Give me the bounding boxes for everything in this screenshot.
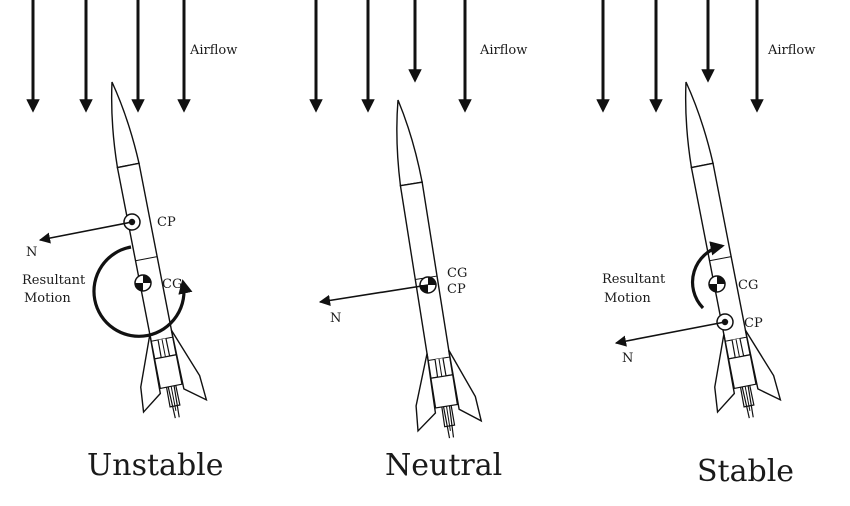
airflow-arrows bbox=[596, 0, 764, 113]
normal-force-arrow bbox=[38, 221, 133, 244]
normal-label: N bbox=[330, 311, 341, 326]
panel-title: Stable bbox=[697, 454, 794, 489]
panel-stable: Airflow CG CP N Resultant Motion Stable bbox=[596, 0, 815, 489]
cg-label: CG bbox=[447, 266, 467, 281]
cp-label: CP bbox=[447, 282, 466, 297]
airflow-label: Airflow bbox=[479, 43, 527, 58]
normal-label: N bbox=[622, 351, 633, 366]
panel-title: Unstable bbox=[87, 448, 224, 483]
motion-label-line2: Motion bbox=[604, 291, 651, 306]
motion-label-line2: Motion bbox=[24, 291, 71, 306]
airflow-arrows bbox=[26, 0, 191, 113]
cg-label: CG bbox=[162, 277, 182, 292]
motion-label-line1: Resultant bbox=[602, 272, 666, 287]
cp-label: CP bbox=[157, 215, 176, 230]
normal-force-arrow bbox=[614, 321, 726, 347]
airflow-label: Airflow bbox=[189, 43, 237, 58]
cp-label: CP bbox=[744, 316, 763, 331]
rocket bbox=[79, 75, 210, 425]
panel-neutral: Airflow CG CP N Neutral bbox=[309, 0, 527, 483]
panel-unstable: Airflow CP CG N Resultant Motion Unstabl… bbox=[22, 0, 237, 483]
normal-force-arrow bbox=[318, 284, 429, 306]
cg-marker bbox=[708, 275, 726, 293]
airflow-arrows bbox=[309, 0, 472, 113]
resultant-motion-arrow bbox=[92, 245, 193, 338]
cg-label: CG bbox=[738, 278, 758, 293]
motion-label-line1: Resultant bbox=[22, 273, 86, 288]
rocket bbox=[653, 75, 784, 425]
cg-marker bbox=[134, 274, 152, 292]
panel-title: Neutral bbox=[385, 448, 502, 483]
normal-label: N bbox=[26, 245, 37, 260]
resultant-motion-arrow bbox=[690, 241, 725, 310]
airflow-label: Airflow bbox=[767, 43, 815, 58]
